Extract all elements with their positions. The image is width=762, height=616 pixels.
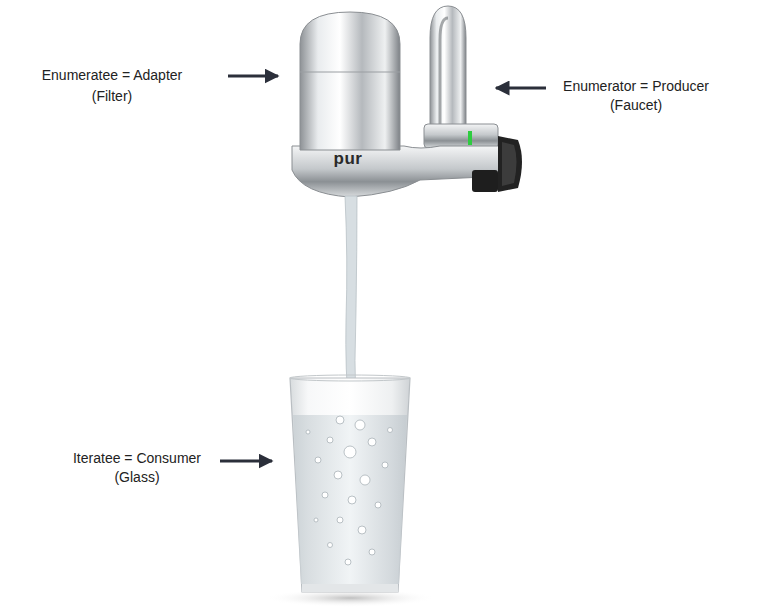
leader-arrow: [220, 460, 272, 463]
callout-sublabel: (Filter): [92, 87, 132, 105]
callout-sublabel: (Glass): [114, 468, 159, 486]
callout-label: Enumeratee = Adapter: [42, 66, 183, 84]
leader-arrow: [496, 87, 546, 90]
brand-logo: pur: [334, 150, 363, 168]
callout-label: Enumerator = Producer: [563, 77, 709, 95]
leader-arrow: [228, 75, 278, 78]
callout-sublabel: (Faucet): [610, 96, 662, 114]
callout-label: Iteratee = Consumer: [73, 449, 201, 467]
